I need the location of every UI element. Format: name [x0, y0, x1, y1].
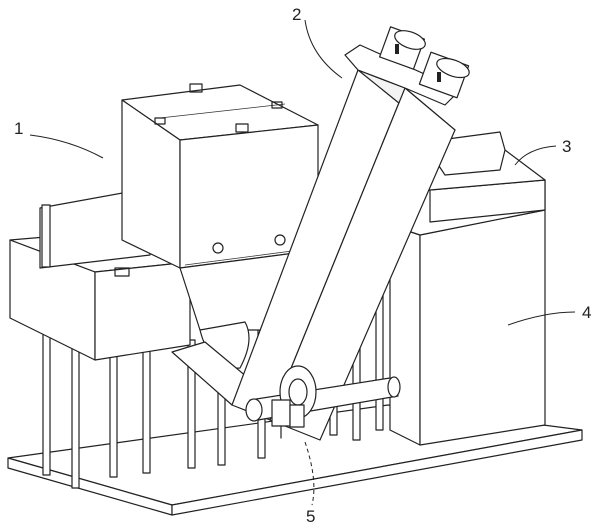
label-4: 4	[582, 303, 591, 322]
inclined-conveyor	[231, 44, 461, 441]
drive-shaft	[245, 365, 401, 439]
label-2: 2	[292, 5, 301, 24]
label-3: 3	[562, 137, 571, 156]
leader-5	[304, 441, 315, 506]
label-5: 5	[306, 507, 315, 526]
hopper-box	[121, 83, 319, 331]
leader-lines	[29, 19, 576, 506]
housing-3	[389, 131, 546, 236]
leader-1	[29, 134, 104, 159]
leader-4	[507, 311, 576, 326]
label-1: 1	[14, 119, 23, 138]
lower-tank	[9, 187, 191, 361]
housing-4	[389, 209, 546, 446]
leader-3	[514, 145, 557, 166]
leader-2	[304, 19, 343, 79]
motor-assembly	[379, 26, 470, 99]
